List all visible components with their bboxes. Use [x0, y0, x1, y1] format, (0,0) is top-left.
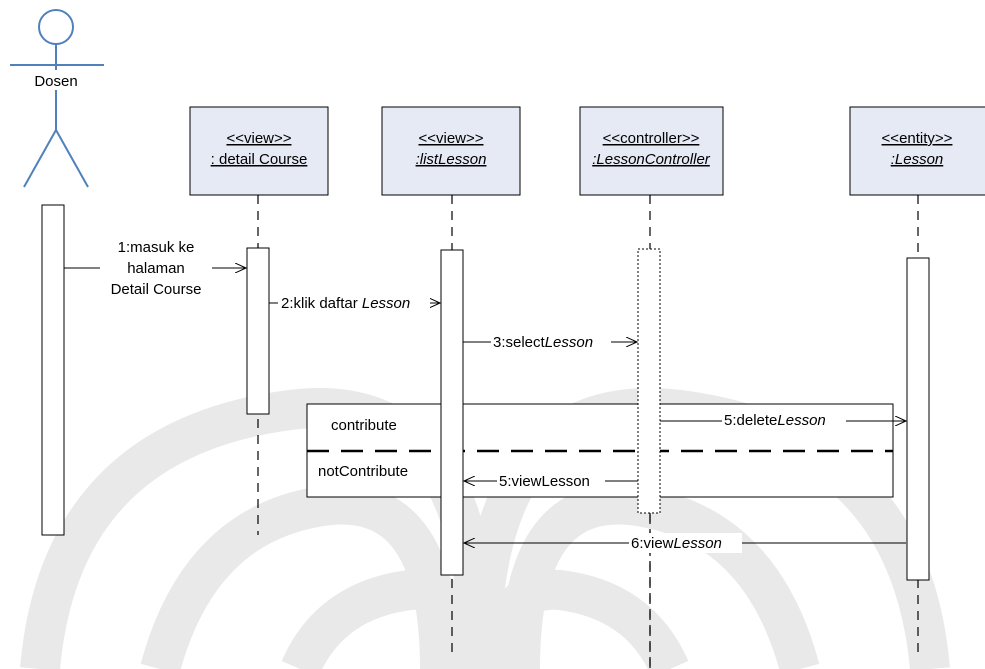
stereotype-label: <<entity>> [882, 130, 953, 147]
actor-name: Dosen [34, 73, 77, 90]
message-label: 3:selectLesson [493, 334, 593, 351]
message-label-bg [629, 533, 742, 553]
message-label-bg [722, 410, 846, 430]
lifeline-box [579, 106, 724, 196]
activation-bar [906, 257, 930, 581]
fragment-operand-contribute: contribute [331, 417, 397, 434]
actor-head-icon [38, 9, 74, 45]
message-label-bg [491, 332, 611, 352]
list-lesson-activation-bar [440, 249, 464, 576]
lifeline-box [189, 106, 329, 196]
lifeline-lesson-entity: <<entity>> :Lesson [849, 106, 985, 655]
message-2: 2:klik daftar Lesson [269, 293, 440, 313]
lifeline-lesson-controller: <<controller>> :LessonController [579, 106, 724, 669]
stereotype-label: <<controller>> [603, 130, 700, 147]
fragment-operand-not-contribute: notContribute [318, 463, 408, 480]
message-3: 3:selectLesson [463, 332, 637, 352]
message-label: 2:klik daftar Lesson [281, 295, 410, 312]
message-6: 6:viewLesson [464, 533, 906, 553]
message-label-bg [100, 237, 212, 299]
actor-label-bg [26, 70, 86, 90]
lifeline-name: :LessonController [592, 151, 711, 168]
lifeline-name: :listLesson [416, 151, 487, 168]
message-label-line: Detail Course [111, 281, 202, 298]
lifeline-name: :Lesson [891, 151, 944, 168]
stereotype-label: <<view>> [418, 130, 483, 147]
lifeline-detail-course: <<view>> : detail Course [189, 106, 329, 535]
controller-activation-bar [637, 248, 661, 514]
lifeline-box [381, 106, 521, 196]
stereotype-label: <<view>> [226, 130, 291, 147]
actor-right-leg [55, 129, 89, 188]
message-1: 1:masuk ke halaman Detail Course [64, 237, 246, 299]
message-label-line: 1:masuk ke [118, 239, 195, 256]
message-5-delete: 5:deleteLesson [660, 410, 906, 430]
message-label-line: halaman [127, 260, 185, 277]
message-label: 5:viewLesson [499, 473, 590, 490]
message-label-bg [497, 471, 605, 491]
message-5-view: 5:viewLesson [464, 471, 638, 491]
activation-bar [246, 247, 270, 415]
message-label-bg [278, 293, 430, 313]
actor-dosen: Dosen [10, 9, 104, 188]
lifeline-box [849, 106, 985, 196]
message-label: 5:deleteLesson [724, 412, 826, 429]
message-label: 6:viewLesson [631, 535, 722, 552]
lifeline-name: : detail Course [211, 151, 308, 168]
actor-activation [41, 204, 65, 536]
actor-left-leg [23, 129, 57, 188]
